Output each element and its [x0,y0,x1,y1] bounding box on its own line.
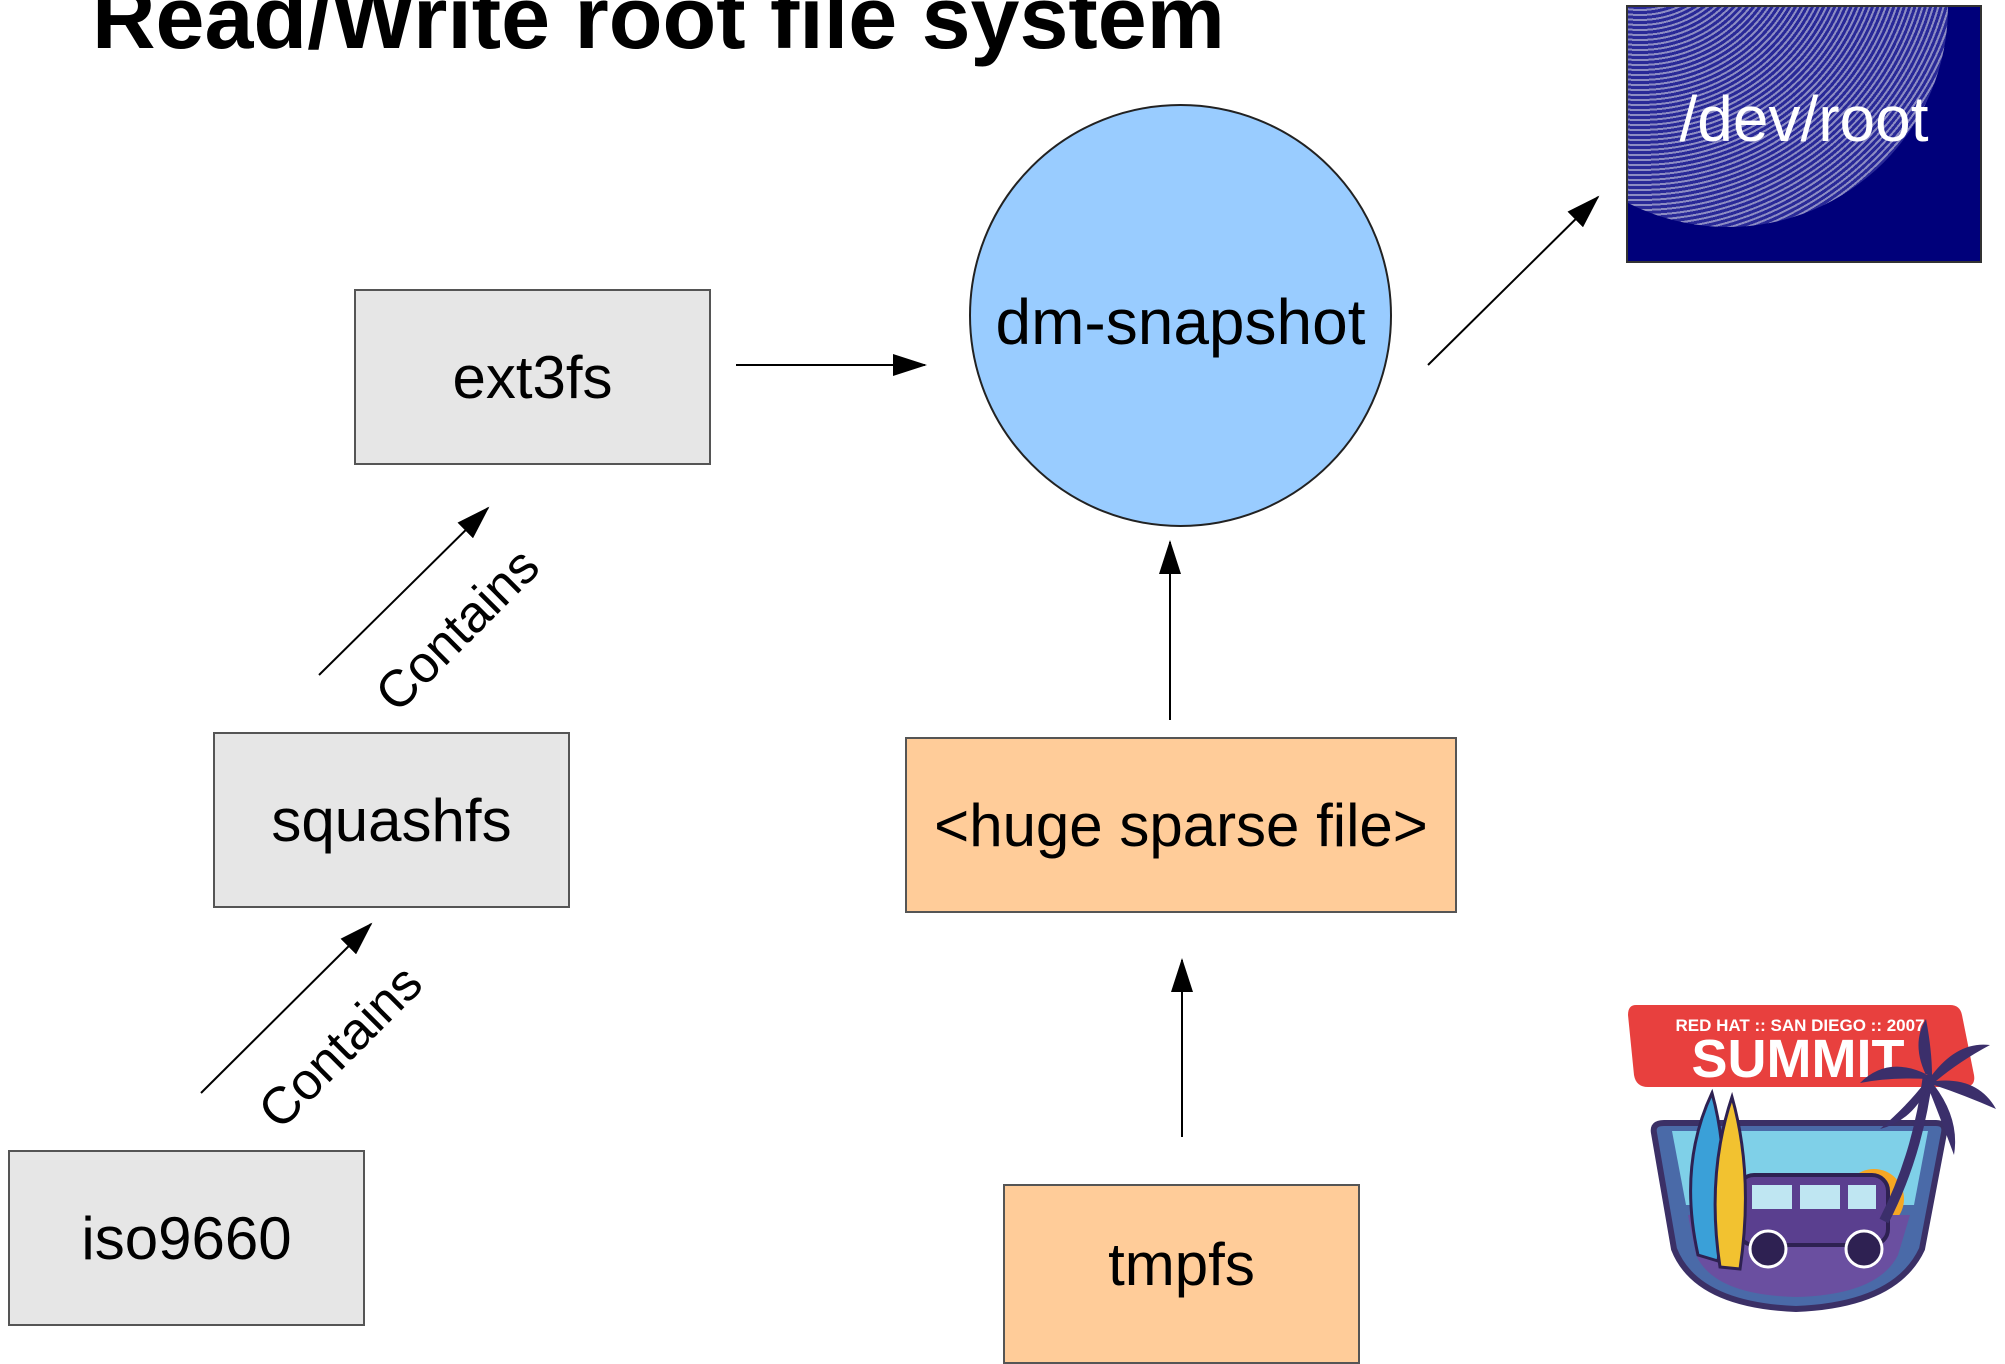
summit-logo: RED HAT :: SAN DIEGO :: 2007 SUMMIT [1628,1005,1996,1313]
iso9660-node: iso9660 [8,1150,365,1326]
tmpfs-node: tmpfs [1003,1184,1360,1364]
ext3fs-node: ext3fs [354,289,711,465]
slide-title: Read/Write root file system [92,0,1225,67]
logo-wheel-front [1748,1229,1788,1269]
dm-snapshot-node: dm-snapshot [969,104,1392,527]
logo-banner [1628,1005,1975,1087]
logo-palm-leaves [1860,1019,1996,1155]
logo-top-line: RED HAT :: SAN DIEGO :: 2007 [1675,1016,1924,1035]
arrow-squashfs-to-ext3fs [318,506,490,676]
sparse-file-node: <huge sparse file> [905,737,1457,913]
squashfs-node: squashfs [213,732,570,908]
arrow-dm-snapshot-to-dev-root [1427,195,1600,366]
logo-palm-trunk [1879,1074,1933,1224]
logo-surfboard-yellow [1713,1091,1747,1271]
dev-root-label: /dev/root [1679,83,1929,155]
logo-wheel-back [1844,1229,1884,1269]
arrow-iso9660-to-squashfs [200,922,373,1094]
dev-root-node: /dev/root [1626,5,1982,263]
